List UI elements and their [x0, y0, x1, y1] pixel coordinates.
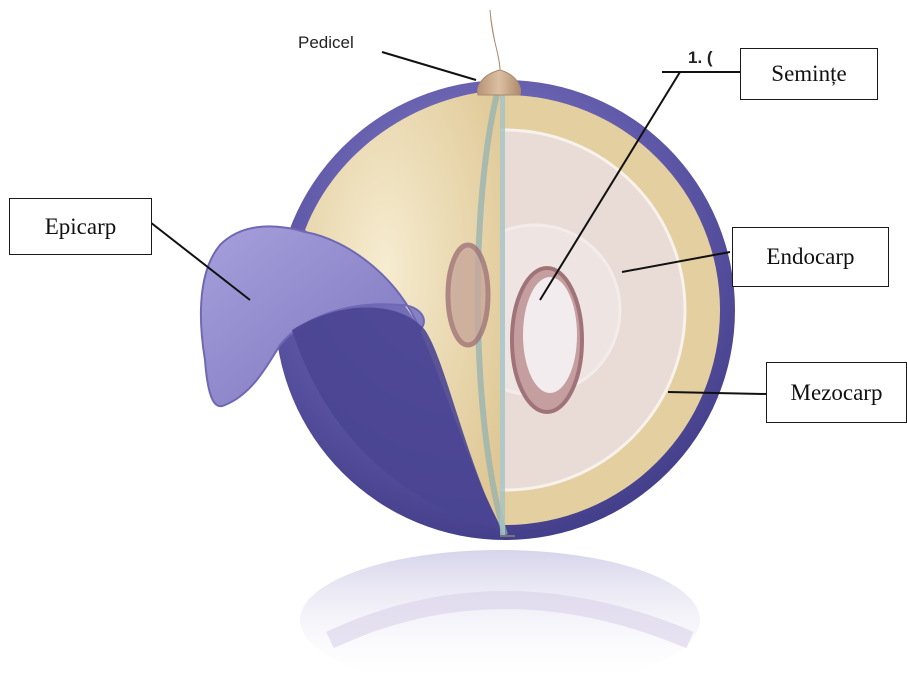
cut-line [500, 90, 505, 535]
seed-left [448, 245, 488, 345]
leader-pedicel [382, 52, 476, 80]
endocarp-label-box: Endocarp [732, 227, 889, 287]
stem [478, 10, 521, 95]
seed-right [523, 277, 577, 393]
pedicel-label: Pedicel [298, 33, 354, 53]
mezocarp-label-box: Mezocarp [766, 362, 907, 423]
reflection [300, 550, 700, 672]
epicarp-label-box: Epicarp [9, 198, 152, 255]
fragment-label: 1. ( [688, 48, 713, 68]
seminte-label-box: Semințe [740, 48, 878, 100]
